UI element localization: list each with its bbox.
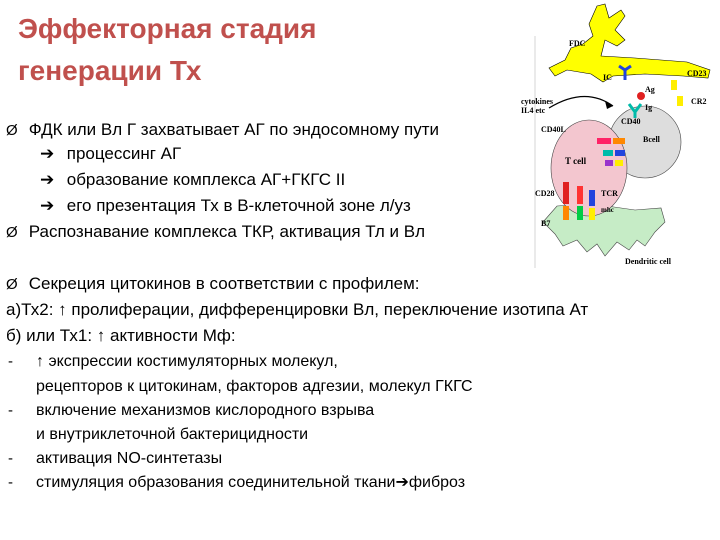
tcr-b-molecule: [603, 150, 613, 156]
label-cd40l: CD40L: [541, 125, 566, 134]
arrowhead: [605, 101, 613, 109]
fdc-cell-shape: [548, 3, 711, 83]
cr2-receptor: [677, 96, 683, 106]
th2-line: а)Тх2: ↑ пролиферации, дифференцировки В…: [6, 300, 588, 320]
bullet-2: Ø Распознавание комплекса ТКР, активация…: [6, 222, 425, 243]
bullet-1-sub-3: ➔ его презентация Тх в В-клеточной зоне …: [40, 196, 411, 216]
b7-molecule: [563, 206, 569, 220]
mhc-b-molecule: [615, 150, 625, 156]
bullet-marker: Ø: [6, 122, 18, 139]
bullet-1: Ø ФДК или Вл Г захватывает АГ по эндосом…: [6, 120, 439, 141]
adhesion-molecule: [589, 190, 595, 206]
sub-2-text: образование комплекса АГ+ГКГС II: [66, 170, 346, 189]
label-tcell: T cell: [565, 156, 587, 166]
page-title: Эффекторная стадия генерации Тх: [18, 8, 316, 92]
cd23-receptor: [671, 80, 677, 90]
th1-text: активности Мф:: [105, 326, 236, 345]
label-mhc: mhc: [601, 206, 614, 214]
antigen-dot: [637, 92, 645, 100]
bullet-marker: Ø: [6, 276, 18, 293]
dash-2-text: включение механизмов кислородного взрыва: [36, 402, 375, 419]
mhc-molecule: [577, 206, 583, 220]
th1-line: б) или Тх1: ↑ активности Мф:: [6, 326, 236, 346]
title-line-2: генерации Тх: [18, 55, 202, 86]
tcr-molecule: [577, 186, 583, 204]
th2-text: пролиферации, дифференцировки Вл, перекл…: [66, 300, 589, 319]
dash-marker: -: [8, 474, 13, 491]
b7-b-molecule: [615, 160, 623, 166]
label-ic: IC: [603, 73, 612, 82]
bullet-1-text: ФДК или Вл Г захватывает АГ по эндосомно…: [28, 120, 440, 139]
up-arrow-icon: ↑: [96, 326, 106, 345]
up-arrow-icon: ↑: [36, 353, 44, 370]
dash-marker: -: [8, 353, 13, 370]
cd28-molecule: [563, 182, 569, 204]
right-arrow-icon: ➔: [40, 170, 55, 189]
dash-item-4: - стимуляция образования соединительной т…: [8, 473, 465, 493]
th1-prefix: б) или Тх1:: [6, 326, 97, 345]
sub-1-text: процессинг АГ: [66, 144, 182, 163]
cd40l-molecule: [597, 138, 611, 144]
dash-4-end: фиброз: [408, 474, 466, 491]
bullet-3: Ø Секреция цитокинов в соответствии с пр…: [6, 274, 420, 295]
dash-item-2-cont: и внутриклеточной бактерицидности: [36, 426, 309, 443]
up-arrow-icon: ↑: [58, 300, 67, 319]
bullet-3-text: Секреция цитокинов в соответствии с проф…: [28, 274, 420, 293]
label-cytokines: cytokines: [521, 97, 553, 106]
dash-marker: -: [8, 402, 13, 419]
cytokine-arrow: [548, 95, 614, 109]
label-cd40: CD40: [621, 117, 641, 126]
label-il4: IL4 etc: [521, 106, 546, 115]
th2-prefix: а)Тх2:: [6, 300, 59, 319]
adhesion-ligand: [589, 208, 595, 220]
dash-item-1: - ↑ экспрессии костимуляторных молекул,: [8, 352, 338, 372]
bullet-1-sub-1: ➔ процессинг АГ: [40, 144, 181, 164]
cd40-molecule: [613, 138, 625, 144]
right-arrow-icon: ➔: [40, 144, 55, 163]
label-bcell: Bcell: [643, 135, 661, 144]
bullet-2-text: Распознавание комплекса ТКР, активация Т…: [28, 222, 426, 241]
title-line-1: Эффекторная стадия: [18, 13, 317, 44]
right-arrow-icon: ➔: [40, 196, 55, 215]
label-fdc: FDC: [569, 39, 586, 48]
dash-3-text: активация NO-синтетазы: [36, 450, 223, 467]
label-tcr: TCR: [601, 189, 618, 198]
ic-receptor: [618, 64, 632, 80]
label-dendritic: Dendritic cell: [625, 257, 672, 266]
dash-item-1-cont: рецепторов к цитокинам, факторов адгезии…: [36, 378, 473, 395]
cd28-b-molecule: [605, 160, 613, 166]
label-ig: Ig: [645, 103, 652, 112]
right-arrow-icon: ➔: [395, 474, 409, 491]
label-ag: Ag: [645, 85, 655, 94]
dash-4-text: стимуляция образования соединительной тк…: [36, 474, 396, 491]
label-cr2: CR2: [691, 97, 707, 106]
dash-item-2: - включение механизмов кислородного взрыв…: [8, 401, 374, 421]
sub-3-text: его презентация Тх в В-клеточной зоне л/…: [66, 196, 411, 215]
label-cd28: CD28: [535, 189, 555, 198]
label-b7: B7: [541, 219, 550, 228]
dash-1-text: экспрессии костимуляторных молекул,: [44, 353, 338, 370]
dash-marker: -: [8, 450, 13, 467]
immune-synapse-diagram: FDC IC Ag CD23 CR2 cytokines IL4 etc Ig …: [521, 3, 711, 268]
bullet-1-sub-2: ➔ образование комплекса АГ+ГКГС II: [40, 170, 345, 190]
label-cd23: CD23: [687, 69, 707, 78]
dash-item-3: - активация NO-синтетазы: [8, 449, 222, 469]
ig-receptor: [627, 103, 643, 118]
bullet-marker: Ø: [6, 224, 18, 241]
